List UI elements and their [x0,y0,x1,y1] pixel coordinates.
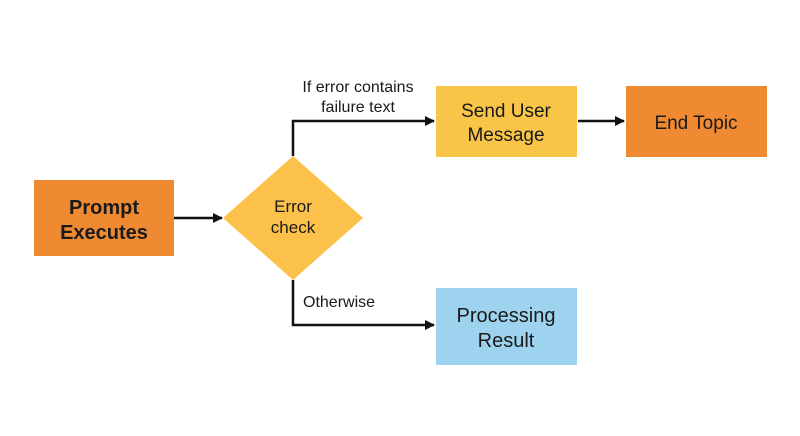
end-topic-label: End Topic [654,113,737,134]
edges [174,116,625,330]
otherwise-branch-label: Otherwise [303,294,375,311]
processing-result-label-line2: Result [478,330,535,352]
node-send-user-message: Send User Message [436,86,577,157]
send-user-message-box [436,86,577,157]
node-prompt-executes: Prompt Executes [34,180,174,256]
processing-result-label-line1: Processing [457,305,556,327]
edge-error-check-to-processing [291,280,435,330]
node-error-check: Error check [223,156,363,280]
error-check-diamond [223,156,363,280]
prompt-executes-box [34,180,174,256]
error-branch-label-line1: If error contains [302,79,413,96]
send-user-message-label-line1: Send User [461,101,551,122]
end-topic-box [626,86,767,157]
prompt-executes-label-line1: Prompt [69,197,139,219]
processing-result-box [436,288,577,365]
node-processing-result: Processing Result [436,288,577,365]
send-user-message-label-line2: Message [467,125,544,146]
error-check-label-line2: check [271,218,316,237]
prompt-executes-label-line2: Executes [60,222,148,244]
edge-error-check-to-send-message [291,116,435,156]
error-check-label-line1: Error [274,197,312,216]
edge-labels: If error contains failure text Otherwise [302,79,413,311]
error-branch-label-line2: failure text [321,99,395,116]
node-end-topic: End Topic [626,86,767,157]
